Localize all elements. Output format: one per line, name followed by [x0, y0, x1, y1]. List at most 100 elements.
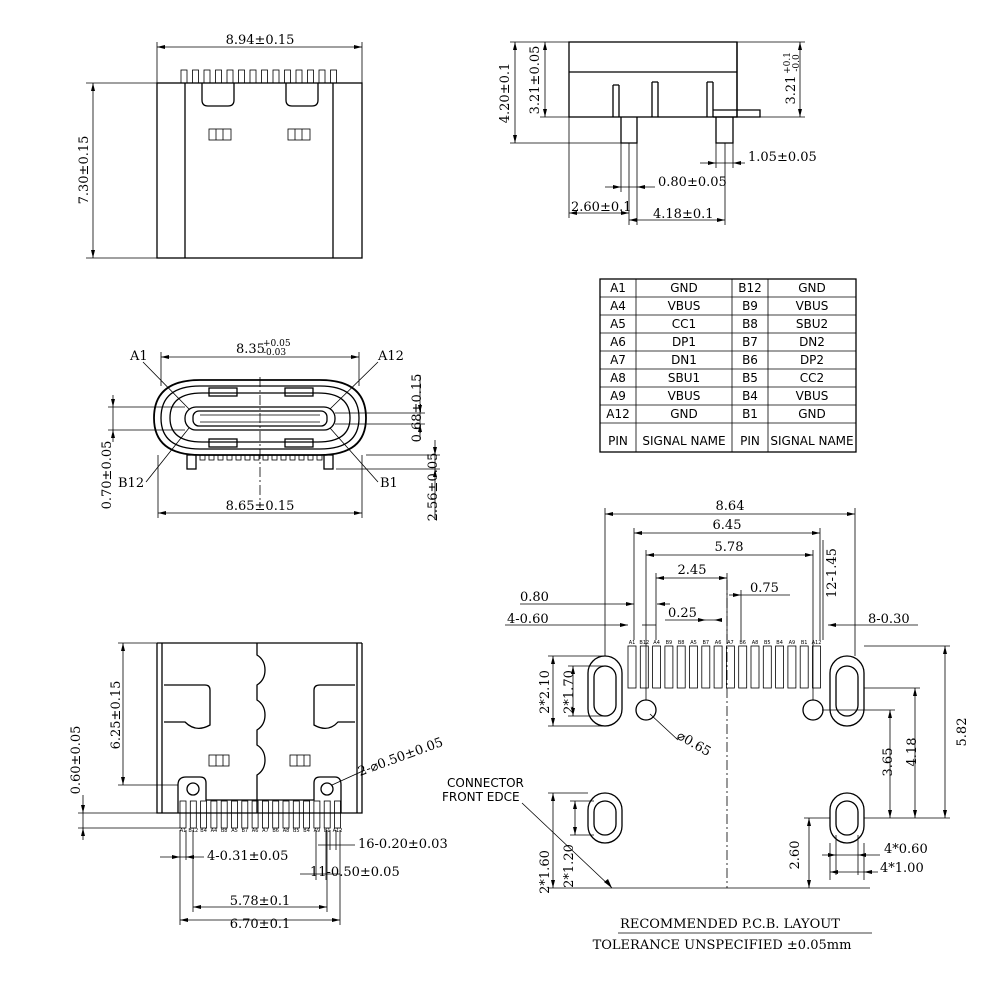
bottom-view-pin — [272, 800, 280, 829]
top-view-pin — [238, 69, 245, 84]
bottom-view-pin — [220, 800, 228, 829]
bottom-height-dim: 6.25±0.15 — [109, 681, 124, 750]
bottom-pin-label: B8 — [221, 828, 228, 834]
table-cell: DP1 — [672, 335, 696, 349]
bottom-span1-dim: 5.78±0.1 — [230, 894, 291, 909]
top-view-pin — [180, 69, 188, 84]
table-cell: DN2 — [799, 335, 825, 349]
connector-label-line2: FRONT EDCE — [442, 790, 520, 804]
table-header-cell: PIN — [608, 434, 628, 448]
top-view-pin — [330, 69, 337, 84]
pcb-pad — [701, 645, 711, 689]
pcb-d582-dim: 5.82 — [955, 718, 970, 747]
table-cell: SBU1 — [668, 371, 700, 385]
bottom-span2-dim: 6.70±0.1 — [230, 917, 291, 932]
front-tongue-dim: 0.68±0.15 — [410, 374, 425, 443]
front-label-a12: A12 — [377, 349, 404, 364]
table-cell: GND — [798, 281, 826, 295]
pcb-d075-dim: 0.75 — [750, 581, 779, 596]
pcb-d080-dim: 0.80 — [520, 590, 549, 605]
table-cell: A6 — [610, 335, 626, 349]
pcb-pad — [627, 645, 637, 689]
table-cell: VBUS — [668, 389, 701, 403]
table-header-cell: SIGNAL NAME — [642, 434, 725, 448]
table-cell: GND — [798, 407, 826, 421]
table-cell: B4 — [742, 389, 758, 403]
front-view-pin — [226, 454, 233, 461]
front-view-pin — [199, 454, 206, 461]
pcb-pad-label: B12 — [639, 640, 649, 646]
pcb-pad — [750, 645, 760, 689]
pcb-d645-dim: 6.45 — [713, 518, 742, 533]
front-view-pin — [307, 454, 314, 461]
pcb-d8030-dim: 8-0.30 — [868, 612, 910, 627]
side-height-total-dim: 4.20±0.1 — [498, 63, 513, 124]
pcb-pad — [664, 645, 674, 689]
front-bottom-height-dim: 2.56±0.05 — [426, 453, 441, 522]
table-cell: DN1 — [671, 353, 697, 367]
pcb-d2120-dim: 2*1.20 — [562, 844, 577, 888]
bottom-pin-width-dim: 4-0.31±0.05 — [207, 849, 288, 864]
bottom-view-pin — [241, 800, 249, 829]
pcb-pad-label: A1 — [629, 640, 636, 646]
pcb-pad-label: B5 — [764, 640, 771, 646]
pcb-pad-label: B4 — [776, 640, 783, 646]
front-label-b1: B1 — [380, 476, 398, 491]
bottom-view-pin — [313, 800, 321, 829]
pcb-pad-label: B8 — [678, 640, 685, 646]
side-pin-width-dim: 0.80±0.05 — [658, 175, 727, 190]
pcb-d260-dim: 2.60 — [788, 841, 803, 870]
bottom-pin-label: B4 — [200, 828, 207, 834]
bottom-pin-label: A6 — [252, 828, 259, 834]
bottom-pin-height-dim: 0.60±0.05 — [69, 726, 84, 795]
pcb-pad — [799, 645, 809, 689]
pcb-pad-label: A7 — [727, 640, 734, 646]
pcb-pad-label: B9 — [666, 640, 673, 646]
pcb-d418-dim: 4.18 — [905, 738, 920, 767]
bottom-view-pin — [179, 800, 187, 829]
table-header-cell: SIGNAL NAME — [770, 434, 853, 448]
side-height-body-dim: 3.21±0.05 — [528, 46, 543, 115]
top-view-pin — [272, 69, 280, 84]
front-width-inner-dim: 8.35 — [236, 342, 265, 357]
front-view-pin — [289, 454, 296, 461]
pcb-d2170-dim: 2*1.70 — [562, 670, 577, 714]
table-cell: B7 — [742, 335, 758, 349]
bottom-view-pin — [261, 800, 269, 829]
pcb-pad-label: A8 — [752, 640, 759, 646]
table-cell: B1 — [742, 407, 758, 421]
table-cell: GND — [670, 407, 698, 421]
pcb-pad-label: B6 — [739, 640, 746, 646]
table-cell: CC2 — [800, 371, 824, 385]
pcb-pad — [762, 645, 772, 689]
pcb-d2210-dim: 2*2.10 — [538, 670, 553, 714]
pcb-d2160-dim: 2*1.60 — [538, 850, 553, 894]
table-cell: B5 — [742, 371, 758, 385]
bottom-view-pin — [303, 800, 311, 829]
front-view-pin — [217, 454, 224, 461]
pcb-d025-dim: 0.25 — [668, 606, 697, 621]
bottom-pin-label: A1 — [180, 828, 187, 834]
table-cell: A12 — [606, 407, 629, 421]
top-view-pin — [284, 69, 291, 84]
table-cell: B6 — [742, 353, 758, 367]
bottom-pin-label: A9 — [314, 828, 321, 834]
top-view-pin — [203, 69, 211, 84]
pcb-d578-dim: 5.78 — [715, 540, 744, 555]
pcb-pad-label: A6 — [715, 640, 722, 646]
pcb-d121-45-dim: 12-1.45 — [825, 548, 840, 598]
top-width-dim: 8.94±0.15 — [226, 33, 295, 48]
side-height-right-tol-lower: -0.0 — [792, 54, 802, 72]
bottom-pin-label: B5 — [293, 828, 300, 834]
bottom-view-pin — [200, 800, 208, 829]
bottom-pin-label: A8 — [283, 828, 290, 834]
table-header-cell: PIN — [740, 434, 760, 448]
connector-label-line1: CONNECTOR — [447, 776, 524, 790]
front-width-inner-tol-upper: +0.05 — [263, 339, 291, 349]
side-front-offset-dim: 2.60±0.1 — [571, 200, 632, 215]
pcb-pad-label: A12 — [812, 640, 822, 646]
side-height-right-dim: 3.21 — [784, 76, 799, 105]
